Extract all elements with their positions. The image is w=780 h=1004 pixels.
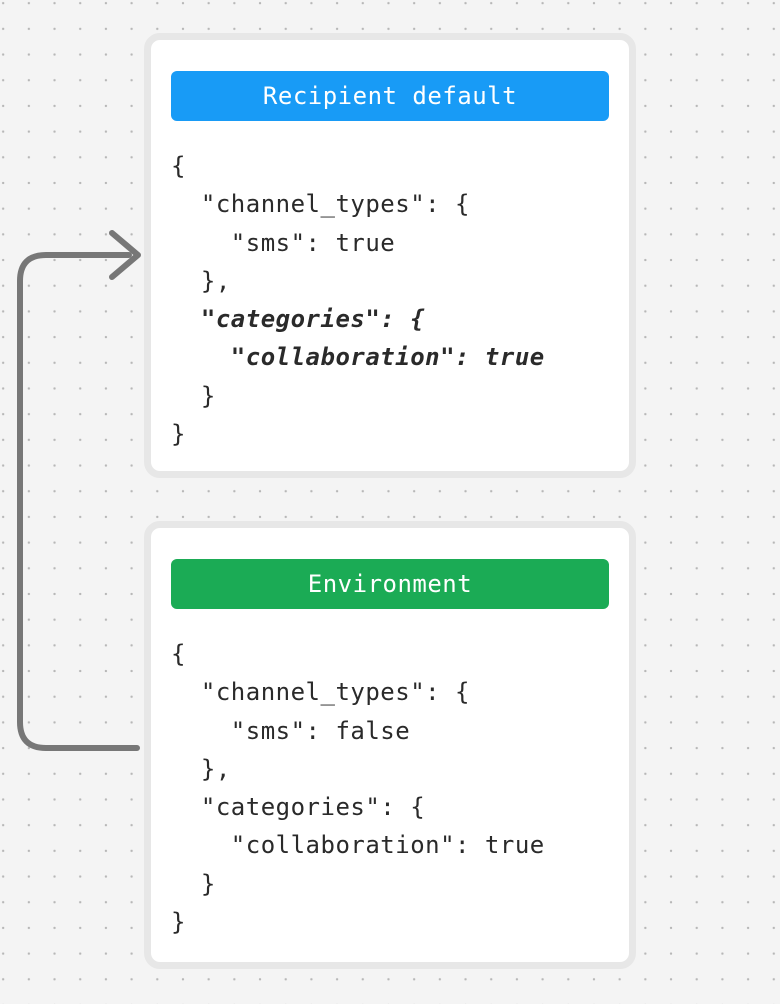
- code-line: {: [171, 640, 186, 668]
- code-line: "collaboration": true: [171, 831, 545, 860]
- code-line: {: [171, 152, 186, 180]
- card-environment: Environment { "channel_types": { "sms": …: [144, 521, 636, 969]
- code-line: }: [171, 908, 186, 937]
- code-line: "sms": false: [171, 716, 411, 745]
- code-block-environment: { "channel_types": { "sms": false }, "ca…: [171, 635, 609, 941]
- code-line: "categories": {: [171, 793, 426, 822]
- code-line: },: [171, 754, 231, 783]
- code-line: }: [171, 381, 216, 410]
- connector-arrowhead-icon: [109, 230, 141, 280]
- code-line: "channel_types": {: [171, 190, 470, 219]
- connector-arrow-line: [17, 252, 140, 751]
- code-line: }: [171, 869, 216, 898]
- code-block-recipient-default: { "channel_types": { "sms": true }, "cat…: [171, 147, 609, 453]
- card-recipient-default: Recipient default { "channel_types": { "…: [144, 33, 636, 478]
- code-line: "categories": {: [171, 305, 426, 334]
- code-line: }: [171, 420, 186, 449]
- code-line: "sms": true: [171, 228, 396, 257]
- code-line: "channel_types": {: [171, 678, 470, 707]
- card-header-recipient-default: Recipient default: [171, 71, 609, 121]
- code-line: "collaboration": true: [171, 343, 545, 372]
- card-header-environment: Environment: [171, 559, 609, 609]
- code-line: },: [171, 266, 231, 295]
